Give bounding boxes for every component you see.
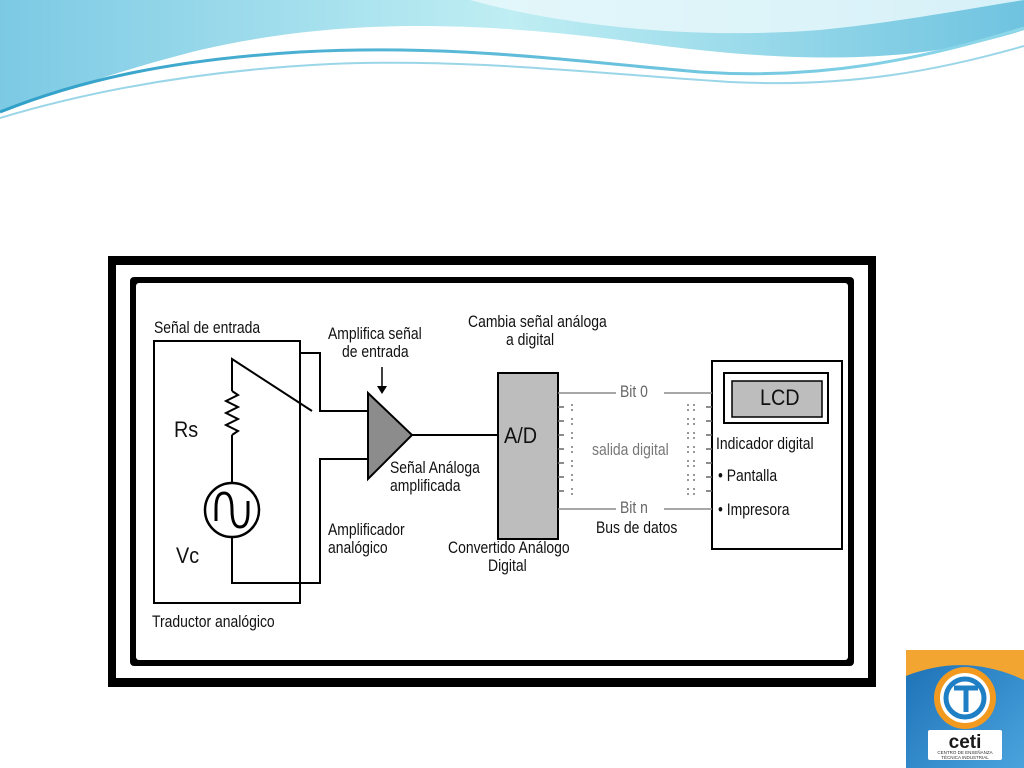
adc-bottom-label-line2: Digital (488, 556, 527, 575)
amp-bottom-label-line2: analógico (328, 538, 388, 557)
display-box (711, 360, 843, 550)
block-diagram (153, 340, 843, 604)
circuit-wire-bottom (231, 537, 300, 584)
transducer-label: Traductor analógico (152, 612, 275, 631)
ceti-logo: ceti CENTRO DE ENSEÑANZA TÉCNICA INDUSTR… (906, 650, 1024, 768)
resistor-rs (223, 390, 241, 436)
amp-top-label-line1: Amplifica señal (328, 324, 422, 343)
lcd-outer (723, 372, 829, 424)
logo-line1: CENTRO DE ENSEÑANZA (937, 749, 992, 755)
display-item-printer: • Impresora (718, 500, 790, 519)
amp-bottom-label-line1: Amplificador (328, 520, 405, 539)
adc-label: A/D (504, 423, 538, 448)
lcd-inner (731, 380, 823, 418)
input-signal-label: Señal de entrada (154, 318, 261, 337)
bit0-label: Bit 0 (620, 382, 648, 401)
amp-pointer-arrowhead (377, 386, 387, 394)
sine-symbol (214, 491, 250, 529)
rs-label: Rs (174, 417, 199, 442)
adc-bottom-label-line1: Convertido Análogo (448, 538, 570, 557)
bus-label: Bus de datos (596, 518, 678, 537)
amp-input-wire-bottom (300, 458, 368, 584)
diagram-canvas: Señal de entrada Rs Vc Traductor analógi… (136, 283, 848, 660)
adc-top-label-line2: a digital (506, 330, 555, 349)
logo-name: ceti (949, 732, 982, 753)
amplifier-triangle (367, 390, 414, 482)
adc-box (497, 372, 559, 540)
lcd-label: LCD (760, 385, 800, 410)
circuit-wire-top (231, 357, 313, 412)
bitn-label: Bit n (620, 498, 648, 517)
vc-label: Vc (176, 543, 200, 568)
amp-signal-label-line1: Señal Análoga (390, 458, 480, 477)
digital-output-label: salida digital (592, 440, 669, 459)
display-item-screen: • Pantalla (718, 466, 778, 485)
logo-line2: TÉCNICA INDUSTRIAL (941, 754, 989, 760)
amp-signal-label-line2: amplificada (390, 476, 461, 495)
adc-top-label-line1: Cambia señal análoga (468, 312, 607, 331)
header-wave-decoration (0, 0, 1024, 119)
diagram-frame: Señal de entrada Rs Vc Traductor analógi… (108, 256, 876, 687)
amp-top-label-line2: de entrada (342, 342, 409, 361)
amp-input-wire-top (300, 352, 368, 412)
diagram-frame-inner: Señal de entrada Rs Vc Traductor analógi… (130, 277, 854, 666)
display-title: Indicador digital (716, 434, 814, 453)
diagram-frame-border: Señal de entrada Rs Vc Traductor analógi… (116, 265, 868, 678)
transducer-box (153, 340, 301, 604)
